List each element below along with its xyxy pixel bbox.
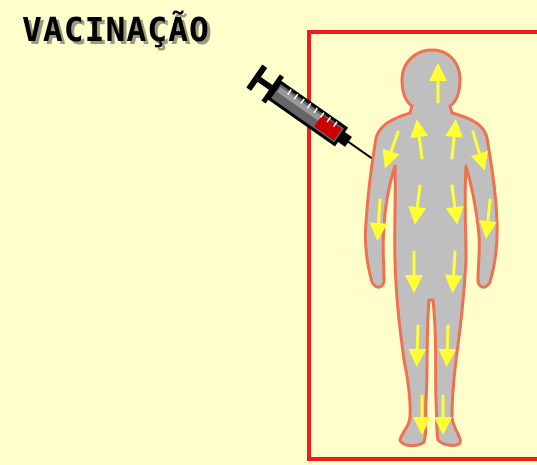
arrow-icon xyxy=(378,200,380,232)
syringe-icon xyxy=(245,63,386,175)
arrow-icon xyxy=(447,326,448,358)
arrow-icon xyxy=(417,326,418,358)
human-body-figure xyxy=(365,50,497,446)
arrow-icon xyxy=(453,252,455,284)
